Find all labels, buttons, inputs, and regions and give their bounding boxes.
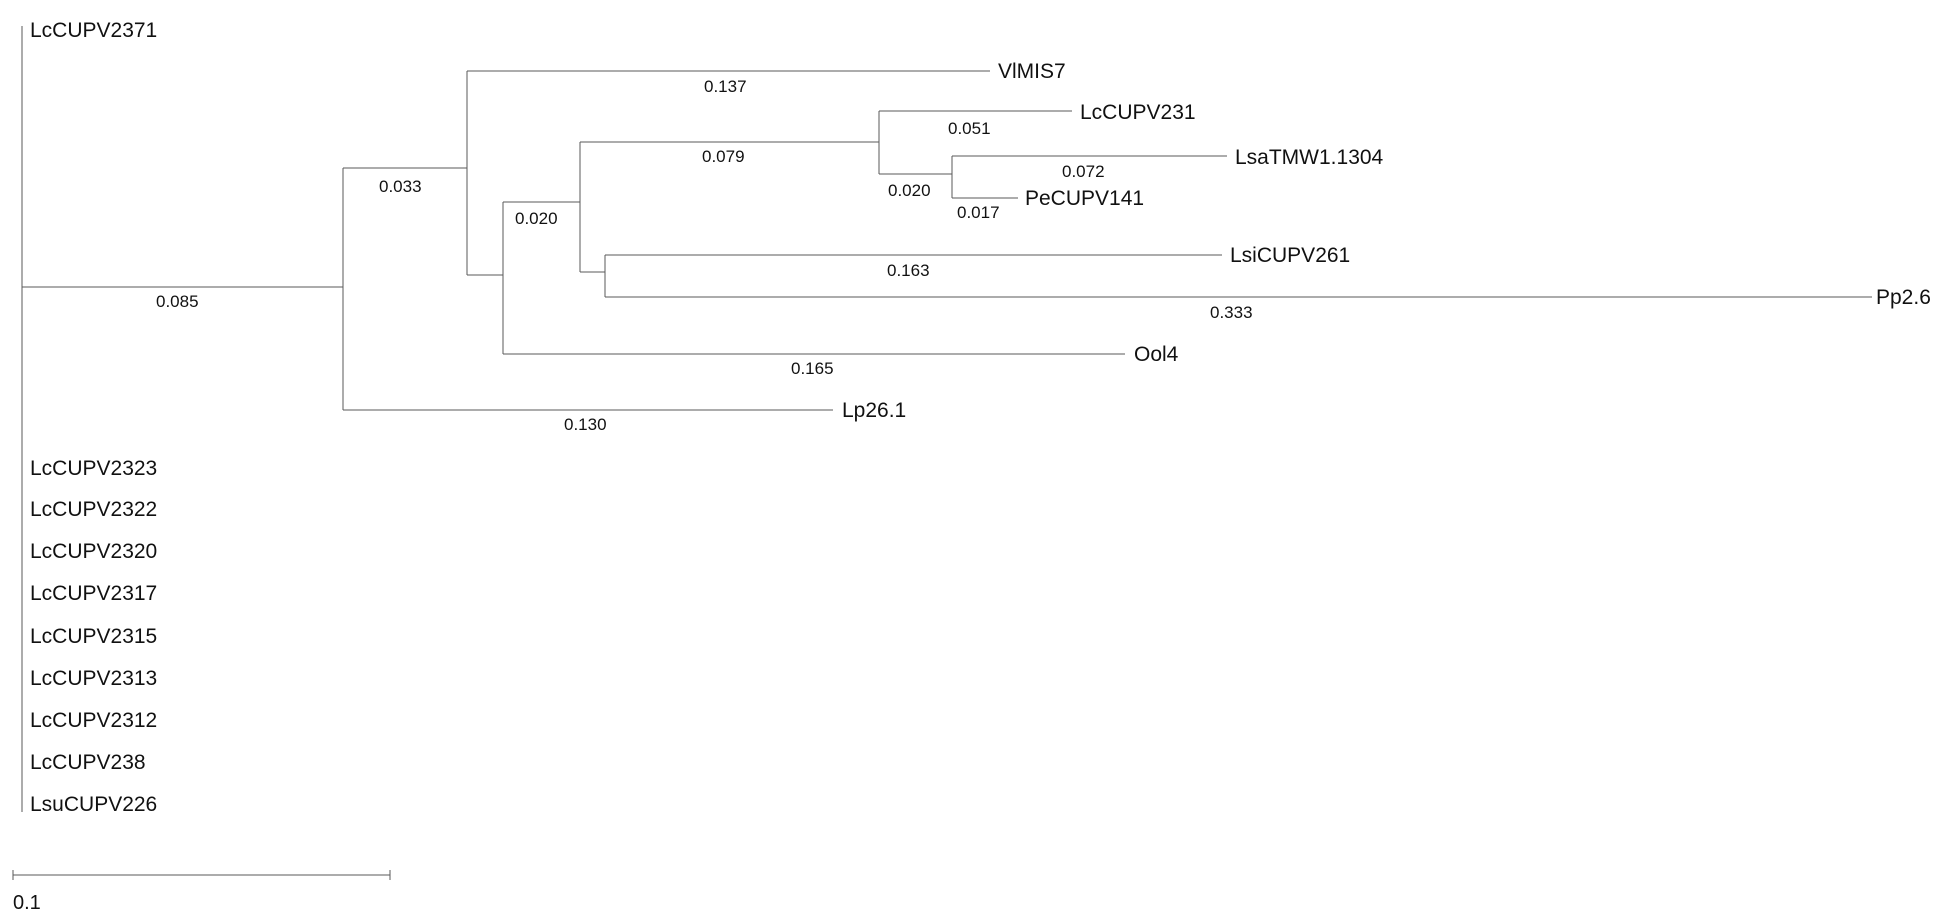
branch-length-PeCUPV141: 0.017 [957, 203, 1000, 222]
scale-bar: 0.1 [12, 870, 391, 914]
leaf-label-LcCUPV2312: LcCUPV2312 [30, 709, 157, 732]
leaf-label-LsuCUPV226: LsuCUPV226 [30, 793, 157, 816]
leaf-label-LcCUPV2315: LcCUPV2315 [30, 625, 157, 648]
leaf-label-LcCUPV2317: LcCUPV2317 [30, 582, 157, 605]
leaf-label-LcCUPV238: LcCUPV238 [30, 751, 146, 774]
leaf-label-Lp26.1: Lp26.1 [842, 399, 906, 422]
scale-bar-label: 0.1 [13, 892, 41, 914]
branch-length-root-to-clade: 0.085 [156, 292, 199, 311]
branch-length-LsaTMW1.1304: 0.072 [1062, 162, 1105, 181]
tree-branches [21, 26, 1872, 812]
branch-length-Lp26.1: 0.130 [564, 415, 607, 434]
leaf-label-LcCUPV2313: LcCUPV2313 [30, 667, 157, 690]
branch-length-to-inner-clade: 0.020 [515, 209, 558, 228]
branch-length-LsiCUPV261: 0.163 [887, 261, 930, 280]
leaf-label-LcCUPV2320: LcCUPV2320 [30, 540, 157, 563]
branch-length-LsaTMW-Pe-group: 0.020 [888, 181, 931, 200]
leaf-label-LsiCUPV261: LsiCUPV261 [1230, 244, 1350, 267]
leaf-label-LcCUPV2323: LcCUPV2323 [30, 457, 157, 480]
branch-length-Pp2.6: 0.333 [1210, 303, 1253, 322]
leaf-label-Ool4: Ool4 [1134, 343, 1179, 366]
leaf-label-LcCUPV231: LcCUPV231 [1080, 101, 1196, 124]
leaf-label-PeCUPV141: PeCUPV141 [1025, 187, 1144, 210]
branch-length-LcCUPV231: 0.051 [948, 119, 991, 138]
branch-length-VlMIS7: 0.137 [704, 77, 747, 96]
leaf-label-VlMIS7: VlMIS7 [998, 60, 1066, 83]
branch-length-LcCUPV231-group: 0.079 [702, 147, 745, 166]
leaf-label-LcCUPV2371: LcCUPV2371 [30, 19, 157, 42]
leaf-label-Pp2.6: Pp2.6 [1876, 286, 1931, 309]
leaf-label-LcCUPV2322: LcCUPV2322 [30, 498, 157, 521]
leaf-labels: LcCUPV2371 VlMIS7 LcCUPV231 LsaTMW1.1304… [30, 19, 1931, 816]
branch-length-Ool4: 0.165 [791, 359, 834, 378]
branch-length-to-upper-clade: 0.033 [379, 177, 422, 196]
leaf-label-LsaTMW1.1304: LsaTMW1.1304 [1235, 146, 1384, 169]
branch-length-labels: 0.085 0.033 0.020 0.137 0.079 0.051 0.02… [156, 77, 1253, 434]
